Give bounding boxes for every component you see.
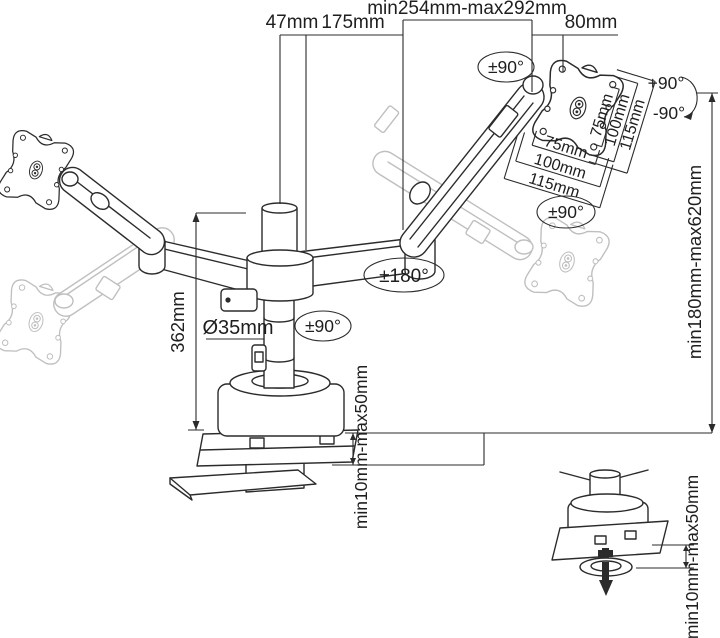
angle-monitor-rotation: ±90° <box>548 202 584 222</box>
ghost-cable-clip-right-upper <box>373 105 400 134</box>
dim-top-widths: 47mm 175mm min254mm-max292mm 80mm <box>266 0 618 250</box>
angle-monitor-rotation-badge: ±90° <box>536 195 596 229</box>
angle-pole: ±90° <box>305 316 341 336</box>
left-gas-spring-arm <box>58 166 166 256</box>
angle-elbow: ±180° <box>379 266 429 287</box>
pole-cap <box>261 202 298 214</box>
desk-clamp-base <box>169 369 359 501</box>
vesa-plate-ghost-right <box>521 211 614 310</box>
angle-elbow-badge: ±180° <box>363 257 445 293</box>
ghost-cable-clip-right <box>465 219 491 245</box>
grommet-top-plate <box>551 520 669 561</box>
right-gas-spring-arm <box>399 75 545 258</box>
left-head-pivot <box>61 171 79 187</box>
set-screw <box>225 297 231 303</box>
vesa-plate-top-left <box>0 125 78 213</box>
dim-clamp-range-label: min10mm-max50mm <box>351 365 371 529</box>
pole <box>251 207 298 389</box>
grommet-mount-detail <box>551 469 686 596</box>
bolt-tip <box>599 580 613 596</box>
angle-tilt-down: -90° <box>653 103 685 123</box>
dim-grommet-range-label: min10mm-max50mm <box>682 475 702 638</box>
ghost-cable-clip-left <box>95 275 121 301</box>
dim-diameter-35mm: Ø35mm <box>202 317 273 339</box>
dim-height-range-label: min180mm-max620mm <box>684 165 705 359</box>
collar-clamp <box>220 288 258 312</box>
desk-surface <box>332 432 712 466</box>
right-head-pivot <box>522 75 544 95</box>
dim-height-range: min180mm-max620mm <box>684 92 718 433</box>
dim-pole-height: 362mm <box>167 212 246 431</box>
clamp-foot <box>169 469 317 496</box>
dim-clamp-thickness: min10mm-max50mm <box>345 365 371 529</box>
angle-pole-badge: ±90° <box>294 310 352 342</box>
dim-362mm: 362mm <box>167 291 188 353</box>
angle-tilt-up: +90° <box>648 73 685 93</box>
dim-pole-diameter: Ø35mm <box>202 317 274 340</box>
dim-reach-range: min254mm-max292mm <box>367 0 567 19</box>
dim-grommet-thickness: min10mm-max50mm <box>678 475 702 638</box>
pole-upper <box>261 207 298 257</box>
angle-monitor-tilt: +90° -90° <box>648 73 698 123</box>
dim-47mm: 47mm <box>266 12 319 33</box>
cable-clip-right <box>488 104 519 138</box>
angle-head-swivel-badge: ±90° <box>477 51 535 83</box>
dim-80mm: 80mm <box>565 12 618 33</box>
angle-head-swivel: ±90° <box>488 57 524 77</box>
pole-collar <box>220 202 314 312</box>
dim-175mm: 175mm <box>321 12 384 33</box>
